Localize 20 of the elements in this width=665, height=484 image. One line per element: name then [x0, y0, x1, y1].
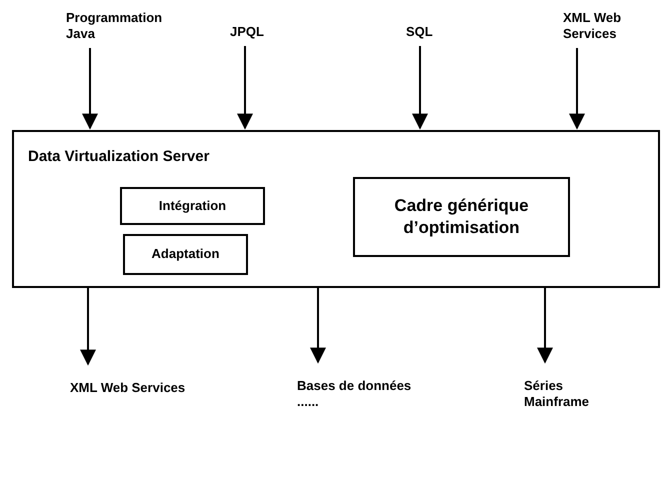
arrow: [80, 288, 96, 366]
module-box: Intégration: [120, 187, 265, 225]
node-label: Séries Mainframe: [524, 378, 590, 410]
arrow: [569, 48, 585, 130]
node-label: XML Web Services: [70, 380, 186, 396]
node-label: SQL: [406, 24, 434, 40]
server-box: [12, 130, 660, 288]
arrow: [412, 46, 428, 130]
module-box: Adaptation: [123, 234, 248, 275]
node-label: Programmation Java: [66, 10, 164, 42]
module-box: Cadre générique d’optimisation: [353, 177, 570, 257]
arrow: [237, 46, 253, 130]
node-label: Bases de données: [297, 378, 412, 394]
arrow: [82, 48, 98, 130]
arrow: [310, 288, 326, 364]
arrow: [537, 288, 553, 364]
node-label: ......: [297, 394, 320, 410]
node-label: JPQL: [230, 24, 265, 40]
server-title: Data Virtualization Server: [28, 148, 210, 165]
node-label: XML Web Services: [563, 10, 622, 42]
